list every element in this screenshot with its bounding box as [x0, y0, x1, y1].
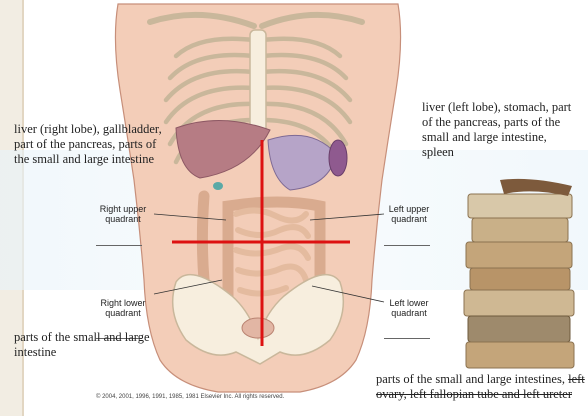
- answer-blank-left-upper: [384, 245, 430, 246]
- note-right-lower-organs: parts of the small and large intestine: [14, 330, 154, 360]
- right-lower-quadrant-label: Right lower quadrant: [92, 298, 154, 318]
- answer-blank-left-lower: [384, 338, 430, 339]
- note-left-lower-plain: parts of the small and large intestines,: [376, 372, 565, 386]
- answer-blank-right-upper: [96, 245, 142, 246]
- right-upper-quadrant-label: Right upper quadrant: [92, 204, 154, 224]
- left-lower-quadrant-label: Left lower quadrant: [384, 298, 434, 318]
- left-upper-quadrant-label: Left upper quadrant: [384, 204, 434, 224]
- note-right-upper-organs: liver (right lobe), gallbladder, part of…: [14, 122, 174, 167]
- note-left-lower-organs: parts of the small and large intestines,…: [376, 372, 586, 402]
- note-left-upper-organs: liver (left lobe), stomach, part of the …: [422, 100, 572, 160]
- copyright-notice: © 2004, 2001, 1996, 1991, 1985, 1981 Els…: [96, 394, 284, 400]
